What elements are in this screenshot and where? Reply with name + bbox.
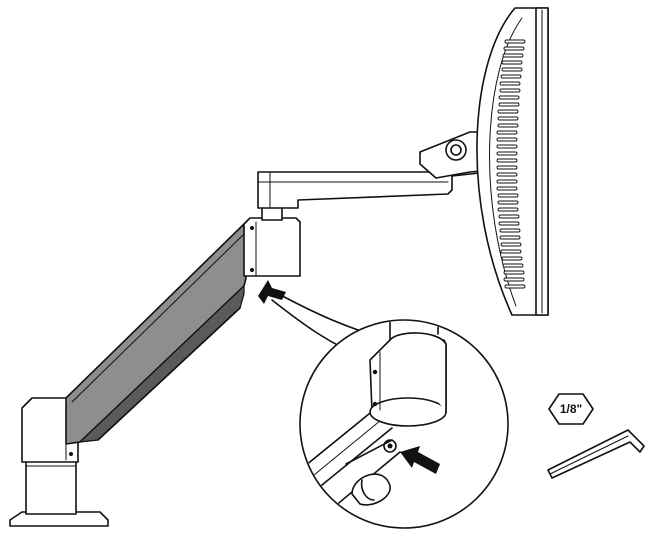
vent-slot xyxy=(499,228,521,233)
vent-slot xyxy=(498,95,520,100)
vent-slot xyxy=(497,123,519,128)
vent-slot xyxy=(501,256,523,261)
upper-arm xyxy=(257,171,453,209)
vent-slot xyxy=(503,277,525,282)
monitor-side-view xyxy=(476,7,549,316)
vent-slot xyxy=(496,186,518,191)
vent-slot xyxy=(501,67,523,72)
vent-slot xyxy=(496,137,518,142)
vent-slot xyxy=(499,235,521,240)
vent-slot xyxy=(497,109,519,114)
vent-slot xyxy=(496,179,518,184)
vent-slot xyxy=(502,263,524,268)
vent-slot xyxy=(504,39,526,44)
vent-slot xyxy=(503,46,525,51)
vent-slot xyxy=(496,144,518,149)
vent-slot xyxy=(500,249,522,254)
vent-slot xyxy=(496,172,518,177)
vent-slot xyxy=(501,60,523,65)
vent-slot xyxy=(497,116,519,121)
vent-slots xyxy=(496,39,526,289)
vent-slot xyxy=(497,207,519,212)
vent-slot xyxy=(496,151,518,156)
vent-slot xyxy=(498,102,520,107)
vent-slot xyxy=(499,88,521,93)
vent-slot xyxy=(500,242,522,247)
vent-slot xyxy=(497,193,519,198)
vent-slot xyxy=(498,214,520,219)
vent-slot xyxy=(497,200,519,205)
vent-slot xyxy=(496,130,518,135)
vent-slot xyxy=(499,81,521,86)
hex-key-tool: 1/8" xyxy=(547,393,645,479)
hex-key-size-label: 1/8" xyxy=(560,402,582,416)
hex-size-badge xyxy=(548,393,594,425)
pointer-arrow-elbow xyxy=(258,280,286,304)
vent-slot xyxy=(504,284,526,289)
vent-slot xyxy=(498,221,520,226)
vent-slot xyxy=(496,158,518,163)
detail-callout xyxy=(258,280,509,529)
vent-slot xyxy=(500,74,522,79)
elbow-joint xyxy=(243,205,301,277)
gas-spring-arm xyxy=(65,223,247,445)
vent-slot xyxy=(503,270,525,275)
vent-slot xyxy=(496,165,518,170)
vent-slot xyxy=(502,53,524,58)
pointer-arrow-screw xyxy=(400,446,440,474)
